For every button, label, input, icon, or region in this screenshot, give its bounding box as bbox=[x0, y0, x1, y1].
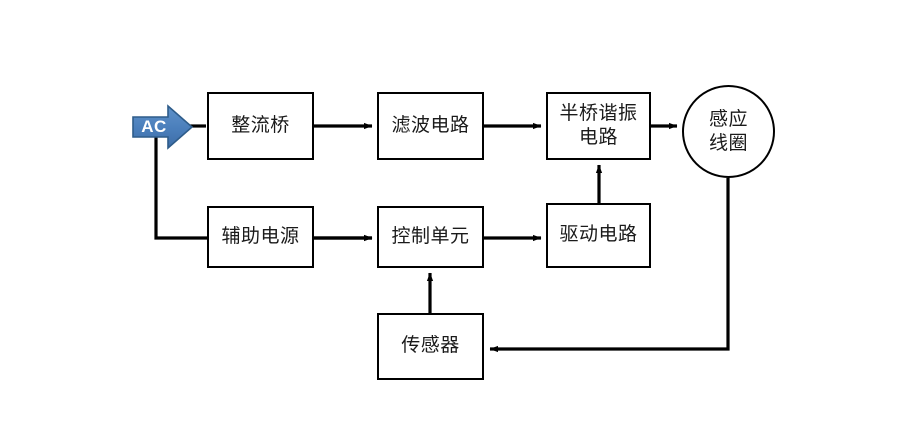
node-control-unit[interactable]: 控制单元 bbox=[377, 206, 484, 268]
ac-source-arrow bbox=[132, 104, 194, 150]
node-rectifier-label: 整流桥 bbox=[231, 114, 290, 136]
node-drive-circuit[interactable]: 驱动电路 bbox=[546, 203, 651, 268]
node-auxiliary-power-supply-label: 辅助电源 bbox=[221, 225, 300, 247]
node-filter-circuit[interactable]: 滤波电路 bbox=[377, 92, 484, 160]
node-half-bridge-resonant-circuit-label: 半桥谐振 电路 bbox=[559, 102, 638, 148]
node-induction-coil[interactable]: 感应 线圈 bbox=[682, 85, 775, 178]
node-auxiliary-power-supply[interactable]: 辅助电源 bbox=[207, 206, 314, 268]
node-control-unit-label: 控制单元 bbox=[391, 225, 470, 247]
node-induction-coil-label: 感应 线圈 bbox=[708, 108, 748, 154]
node-sensor-label: 传感器 bbox=[401, 335, 460, 357]
node-drive-circuit-label: 驱动电路 bbox=[559, 224, 638, 246]
node-rectifier[interactable]: 整流桥 bbox=[207, 92, 314, 160]
node-half-bridge-resonant-circuit[interactable]: 半桥谐振 电路 bbox=[546, 92, 651, 160]
node-sensor[interactable]: 传感器 bbox=[377, 313, 484, 380]
node-filter-circuit-label: 滤波电路 bbox=[391, 114, 470, 136]
